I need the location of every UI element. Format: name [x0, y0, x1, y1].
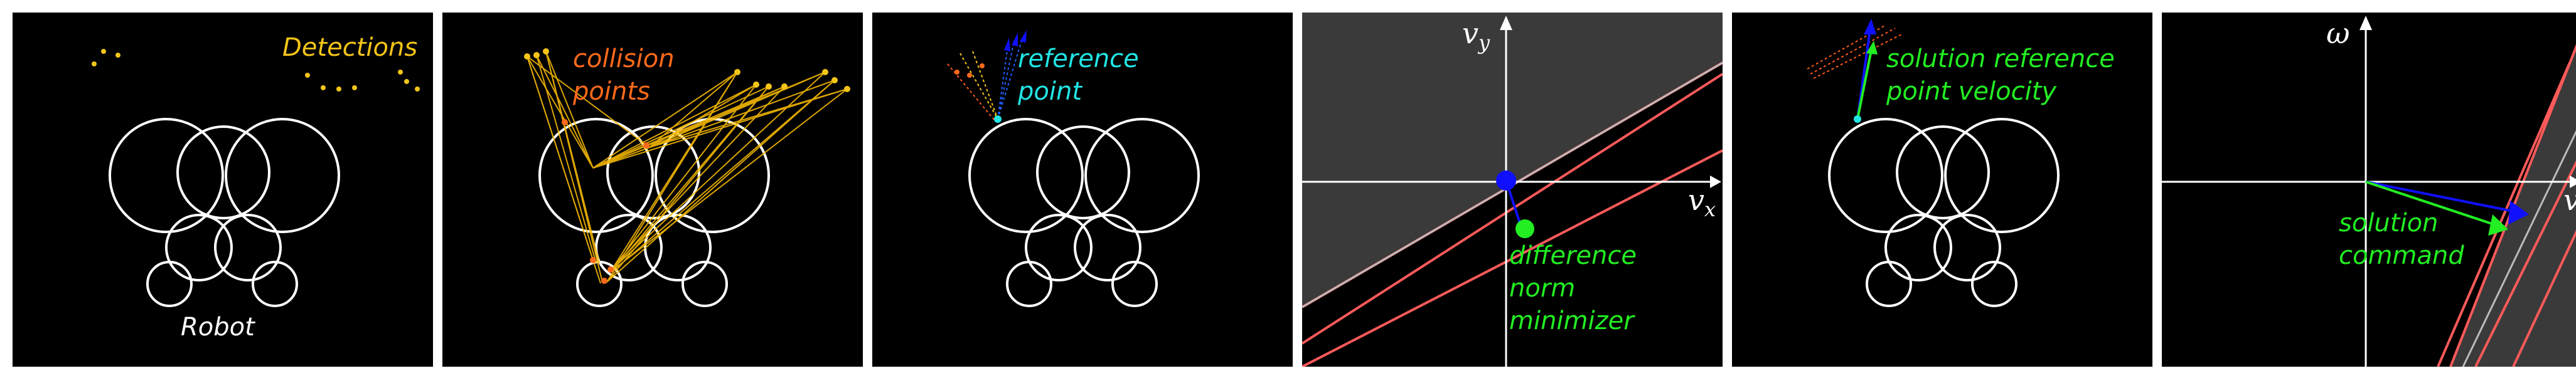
robot-circles — [109, 118, 340, 307]
detections-label: Detections — [282, 33, 418, 62]
constraint-lines — [2437, 44, 2576, 367]
dotted-rays — [1807, 24, 1902, 79]
solution-arrowhead — [1866, 41, 1878, 55]
reference-command-arrowhead — [2508, 201, 2529, 224]
robot-circles — [538, 118, 770, 307]
velocity-space-plot — [1302, 13, 1723, 367]
feasible-region — [1302, 13, 1723, 307]
reference-scene — [947, 30, 1200, 307]
reference-arrowhead — [1864, 19, 1876, 34]
v-axis-label: v — [2563, 183, 2576, 217]
vy-axis-label: vy — [1462, 16, 1490, 55]
robot-label: Robot — [181, 313, 255, 342]
panel-robot-detections: Detections Robot — [13, 13, 433, 367]
reference-command-arrow — [2365, 181, 2517, 213]
robot-circles — [1828, 118, 2060, 307]
dotted-rays — [947, 40, 1022, 121]
solution-scene — [1807, 19, 2060, 307]
minimizer-dot — [1515, 219, 1534, 238]
collision-rays — [526, 51, 848, 284]
detection-points — [92, 49, 420, 92]
omega-axis-label: ω — [2326, 16, 2350, 50]
solution-command-arrow — [2365, 181, 2498, 227]
x-axis-arrow — [1710, 176, 1721, 188]
x-axis-arrow — [2570, 176, 2576, 188]
y-axis-arrow — [1500, 16, 1512, 30]
collision-scene — [524, 48, 850, 307]
robot-scene-1 — [92, 49, 420, 307]
y-axis-arrow — [2360, 16, 2372, 30]
reference-velocity-dot — [1496, 171, 1516, 191]
robot-circles — [968, 118, 1200, 307]
collision-point-markers — [562, 119, 649, 284]
obstacle-points — [524, 48, 850, 92]
reference-point-marker — [1854, 115, 1861, 123]
vx-axis-label: vx — [1688, 183, 1716, 222]
solution-command-arrowhead — [2488, 214, 2508, 236]
ref-arrows — [1004, 30, 1027, 51]
command-space-plot — [2162, 16, 2576, 367]
reference-point-marker — [994, 115, 1002, 123]
boundary-line — [2462, 130, 2576, 367]
solution-velocity-arrow — [1856, 50, 1873, 120]
collision-point-markers — [954, 63, 985, 78]
